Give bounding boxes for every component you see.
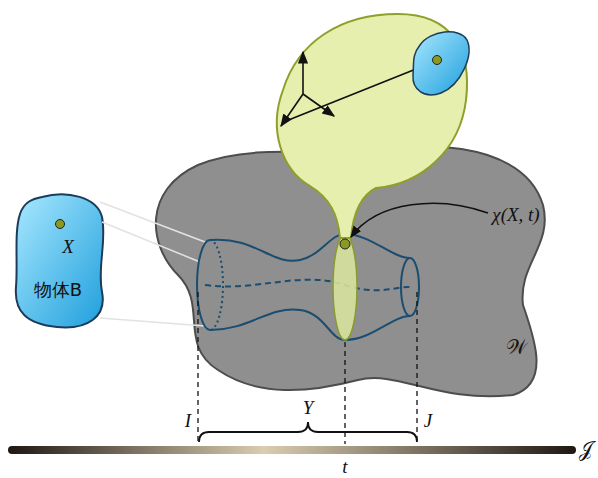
body-label: 物体B bbox=[34, 279, 82, 300]
point-dot bbox=[433, 56, 442, 65]
world-tube bbox=[197, 234, 419, 340]
point-dot bbox=[56, 220, 65, 229]
region-label-wrap: 𝒲 bbox=[506, 336, 527, 358]
placement-label: χ(X, t) bbox=[492, 204, 539, 225]
axis-label: 𝒥 bbox=[579, 437, 593, 461]
body-label-wrap: 物体B bbox=[34, 280, 82, 300]
interval-brace bbox=[199, 422, 417, 442]
projection-dashes bbox=[198, 292, 417, 444]
body-blob-outline bbox=[12, 192, 110, 332]
point-label-wrap: X bbox=[62, 237, 74, 258]
body-blob: X 物体B bbox=[12, 192, 110, 332]
placement-label-wrap: χ(X, t) bbox=[492, 205, 539, 226]
world-region-outline bbox=[138, 135, 548, 400]
projection-lines bbox=[100, 202, 205, 326]
time-label: t bbox=[342, 456, 347, 477]
callout-bubble bbox=[277, 14, 467, 238]
time-slice bbox=[333, 234, 357, 340]
world-region-shape bbox=[156, 147, 545, 396]
region-label: 𝒲 bbox=[506, 335, 527, 359]
coordinate-frame bbox=[281, 52, 431, 126]
placed-body bbox=[413, 32, 469, 95]
interval-label: Υ bbox=[303, 397, 314, 418]
interval-end-wrap: J bbox=[424, 411, 432, 432]
time-axis bbox=[8, 446, 576, 454]
world-region: 𝒲 bbox=[138, 135, 548, 400]
axis-label-wrap: 𝒥 bbox=[579, 438, 593, 460]
pointer-arrow bbox=[351, 203, 488, 237]
interval-label-wrap: Υ bbox=[303, 398, 314, 419]
time-label-wrap: t bbox=[342, 457, 347, 478]
point-dot bbox=[340, 239, 350, 249]
body-blob-shape bbox=[16, 194, 104, 327]
point-label: X bbox=[62, 236, 74, 257]
interval-start-wrap: I bbox=[185, 411, 191, 432]
interval-end: J bbox=[424, 410, 432, 431]
interval-start: I bbox=[185, 410, 191, 431]
